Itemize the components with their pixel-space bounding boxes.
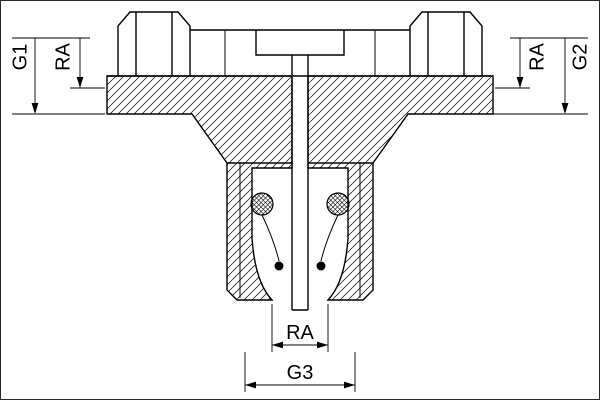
dimension-ra-bottom: RA	[271, 304, 329, 352]
o-ring-left	[250, 192, 274, 216]
label-g1: G1	[9, 44, 31, 71]
dimension-g2: G2	[493, 38, 591, 115]
dimension-ra-left: RA	[52, 38, 105, 89]
right-hex-nut	[409, 11, 483, 76]
seal-dot-left	[274, 261, 284, 271]
center-tube	[291, 55, 309, 311]
seal-profile-left	[261, 214, 280, 262]
dimensions: G1 RA RA G2 RA	[9, 37, 591, 392]
dimension-g1: G1	[9, 37, 105, 115]
fitting-body	[106, 11, 494, 311]
dimension-ra-right: RA	[495, 37, 588, 89]
label-ra-left: RA	[52, 42, 74, 70]
section-right-wall	[307, 75, 494, 301]
seal-profile-right	[320, 214, 339, 262]
label-ra-bottom: RA	[286, 322, 314, 344]
label-ra-right: RA	[526, 42, 548, 70]
dimension-g3: G3	[244, 352, 356, 392]
label-g2: G2	[569, 44, 591, 71]
seal-dot-right	[316, 261, 326, 271]
section-left-wall	[106, 75, 293, 301]
label-g3: G3	[287, 362, 314, 384]
center-hex-boss	[255, 30, 345, 56]
left-hex-nut	[117, 11, 191, 76]
o-ring-right	[326, 192, 350, 216]
